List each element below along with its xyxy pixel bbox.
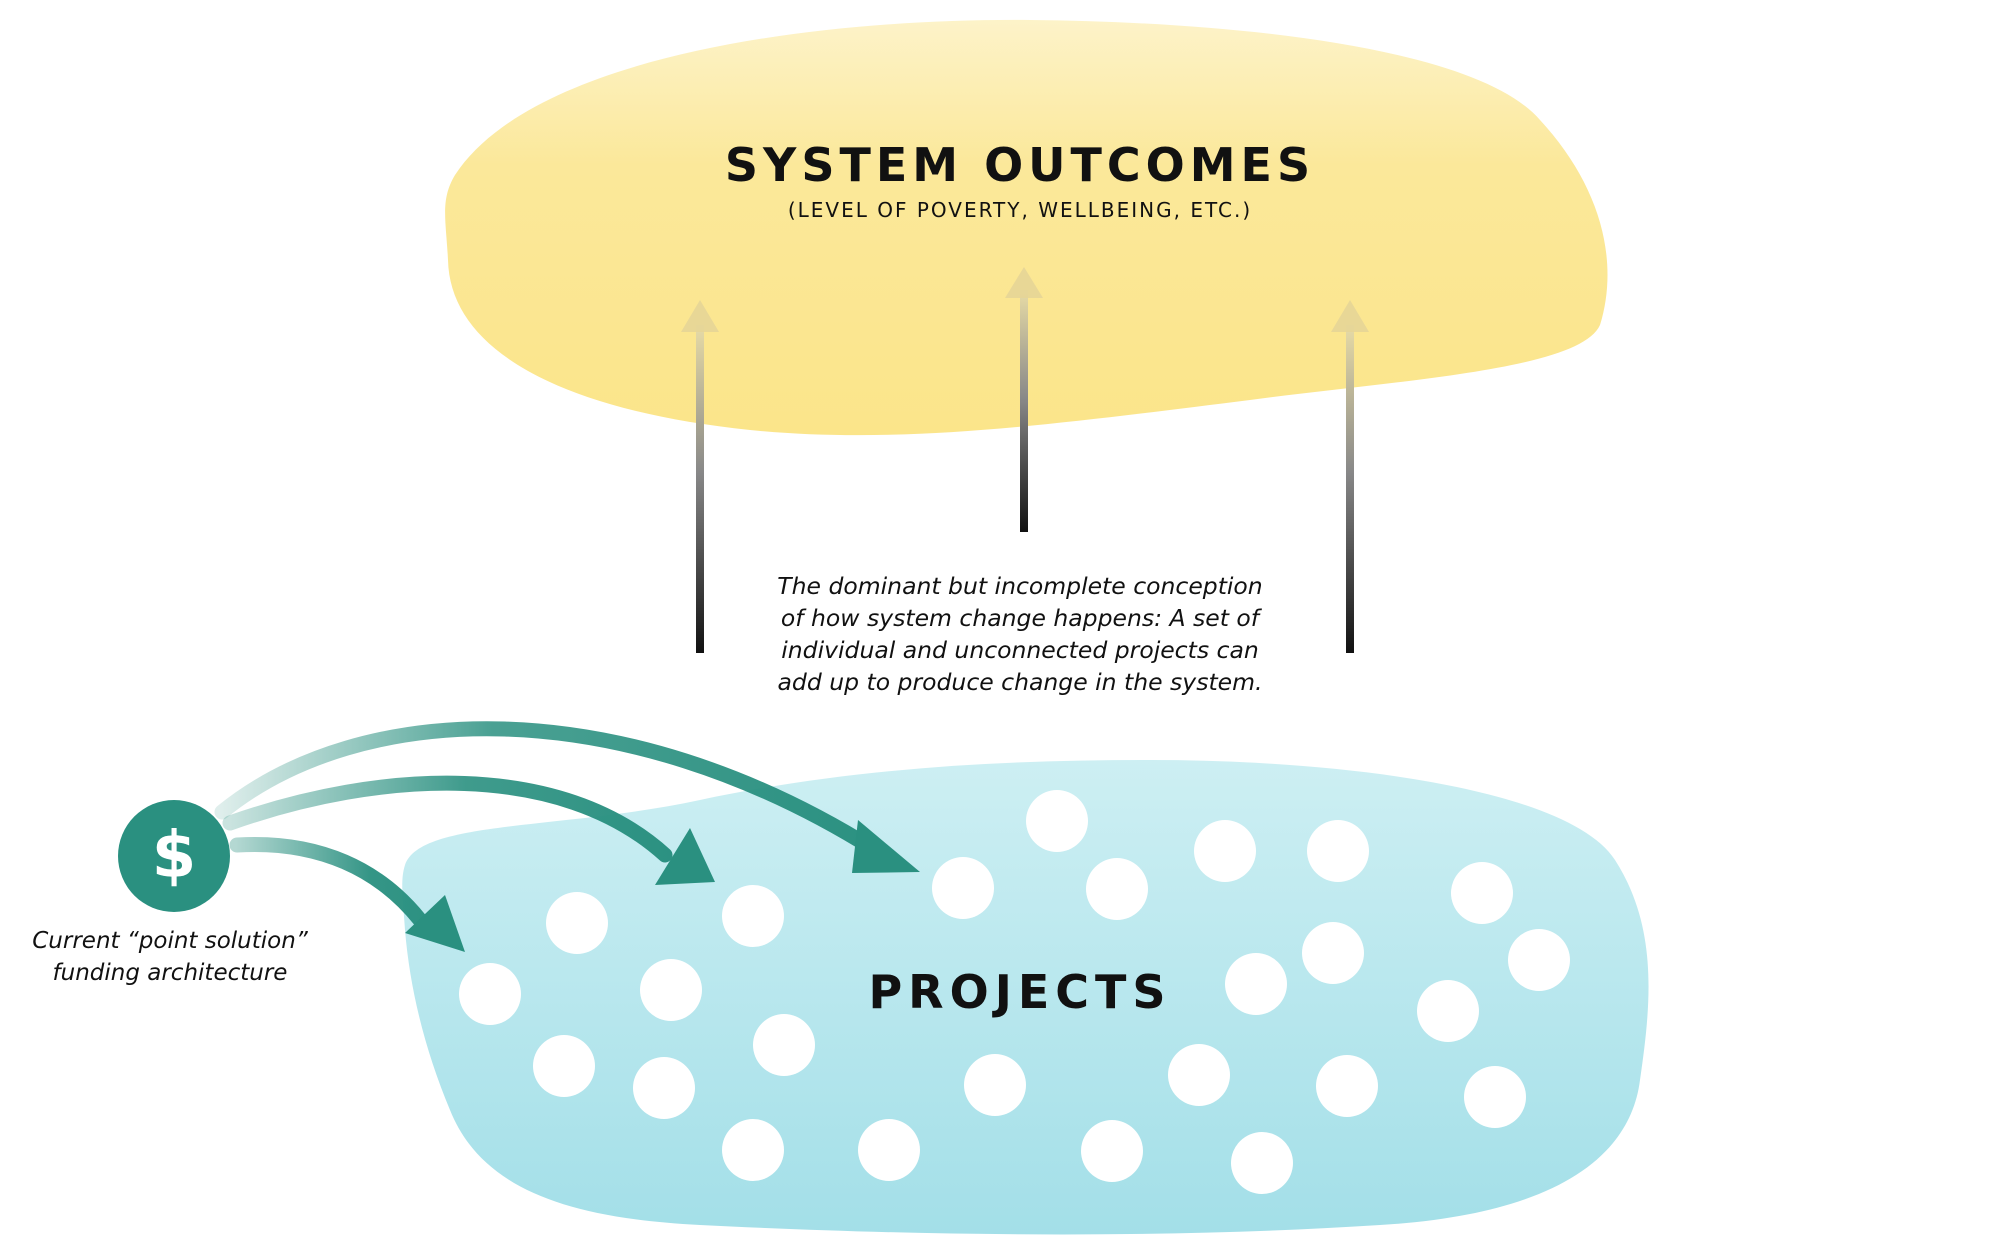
dollar-icon: $ <box>118 800 230 912</box>
funding-label-line: funding architecture <box>52 960 288 986</box>
system-outcomes-title: SYSTEM OUTCOMES <box>724 138 1316 192</box>
upward-arrows <box>681 267 1369 653</box>
project-circle <box>1086 858 1148 920</box>
project-circle <box>533 1035 595 1097</box>
project-circle <box>1231 1132 1293 1194</box>
project-circle <box>1316 1055 1378 1117</box>
project-circle <box>1081 1120 1143 1182</box>
project-circle <box>633 1057 695 1119</box>
project-circle <box>1026 790 1088 852</box>
project-circle <box>1302 922 1364 984</box>
project-circle <box>1307 820 1369 882</box>
project-circle <box>1194 820 1256 882</box>
project-circle <box>858 1119 920 1181</box>
caption-line: of how system change happens: A set of <box>780 604 1260 632</box>
funding-label-line: Current “point solution” <box>32 928 308 954</box>
caption-line: add up to produce change in the system. <box>777 668 1263 696</box>
system-outcomes-blob <box>445 19 1608 436</box>
funding-label: Current “point solution” funding archite… <box>10 925 330 989</box>
funding-arrows <box>214 721 920 952</box>
projects-title: PROJECTS <box>868 965 1172 1019</box>
curved-arrow-icon <box>214 721 920 873</box>
project-circle <box>459 963 521 1025</box>
caption-line: individual and unconnected projects can <box>781 636 1259 664</box>
project-circles <box>459 790 1570 1194</box>
curved-arrow-icon <box>222 775 715 885</box>
caption: The dominant but incomplete conception o… <box>740 570 1300 698</box>
system-outcomes-subtitle: (LEVEL OF POVERTY, WELLBEING, ETC.) <box>787 198 1253 222</box>
project-circle <box>1464 1066 1526 1128</box>
project-circle <box>722 885 784 947</box>
arrow-up-icon <box>1331 300 1369 653</box>
project-circle <box>546 892 608 954</box>
project-circle <box>964 1054 1026 1116</box>
project-circle <box>1451 862 1513 924</box>
caption-line: The dominant but incomplete conception <box>777 572 1263 600</box>
project-circle <box>722 1119 784 1181</box>
project-circle <box>932 857 994 919</box>
project-circle <box>640 959 702 1021</box>
curved-arrow-icon <box>229 836 465 952</box>
project-circle <box>1225 953 1287 1015</box>
arrow-up-icon <box>681 300 719 653</box>
project-circle <box>1417 980 1479 1042</box>
project-circle <box>1168 1044 1230 1106</box>
arrow-up-icon <box>1005 267 1043 532</box>
project-circle <box>753 1014 815 1076</box>
project-circle <box>1508 929 1570 991</box>
